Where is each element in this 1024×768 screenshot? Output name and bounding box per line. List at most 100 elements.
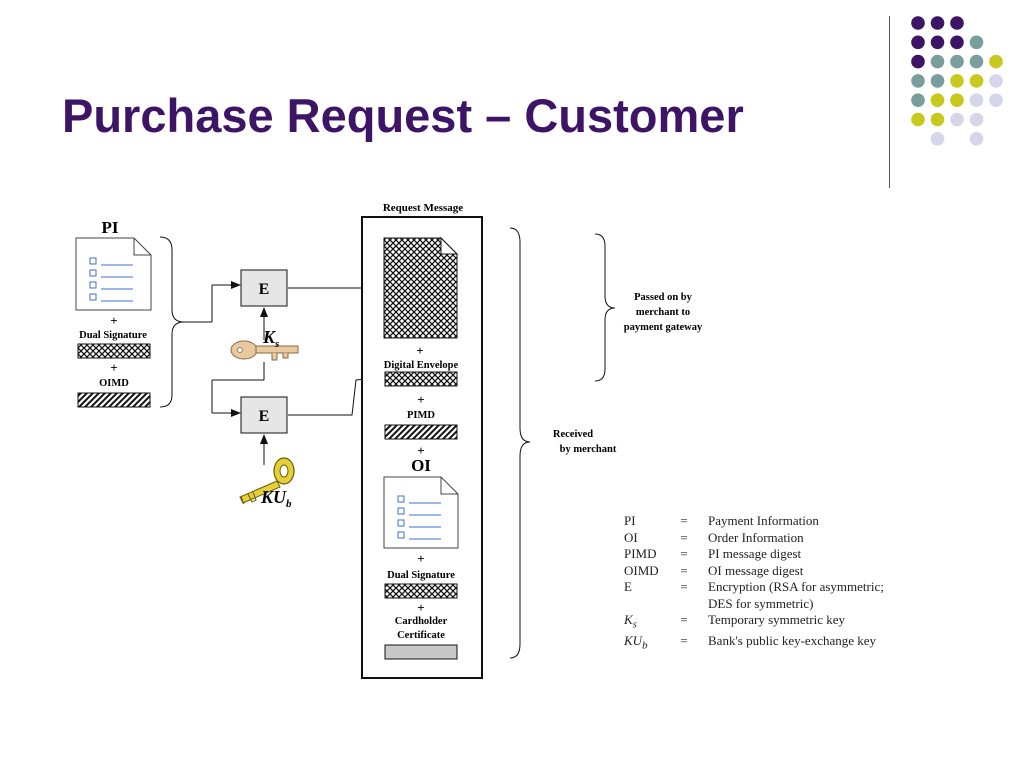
decor-dot (989, 93, 1003, 107)
pimd-block (384, 424, 458, 440)
legend-row: Ks = Temporary symmetric key (624, 612, 884, 633)
dual-signature-block (77, 343, 151, 359)
input-brace (159, 236, 185, 408)
legend-equals: = (680, 562, 688, 578)
plus-sign: + (110, 360, 117, 375)
digital-envelope-label: Digital Envelope (384, 360, 459, 371)
decor-dot (911, 74, 925, 88)
decor-dot (950, 35, 964, 50)
legend-row: OIMD = OI message digest (624, 563, 884, 580)
certificate-block (384, 644, 458, 660)
received-line1: Received (553, 429, 593, 440)
legend-definition: Bank's public key-exchange key (708, 633, 877, 649)
decor-dot (930, 112, 945, 127)
slide-title: Purchase Request – Customer (62, 89, 744, 142)
cardholder-label: Cardholder (395, 616, 448, 627)
request-message-title: Request Message (383, 202, 463, 214)
legend-abbr: E (624, 579, 632, 594)
decor-dot (911, 35, 925, 50)
received-brace (509, 227, 531, 659)
legend-equals (660, 596, 708, 613)
legend-abbr: PI (624, 513, 636, 528)
decor-dot (969, 112, 984, 127)
public-key-icon (239, 457, 295, 505)
decor-dot (989, 74, 1003, 88)
legend-abbr: PIMD (624, 546, 657, 561)
legend-abbr: OIMD (624, 562, 659, 578)
legend-equals: = (680, 579, 688, 594)
legend-definition: Payment Information (708, 513, 819, 528)
decor-dot (930, 16, 945, 30)
legend-definition: Temporary symmetric key (708, 612, 845, 627)
certificate-label: Certificate (397, 630, 445, 641)
passed-on-line3: payment gateway (624, 322, 703, 333)
decor-dot (911, 112, 925, 127)
legend-row: PIMD = PI message digest (624, 546, 884, 563)
legend-row: KUb=Bank's public key-exchange key (624, 633, 884, 654)
decor-dot (969, 74, 984, 88)
decor-dot (950, 112, 964, 127)
legend-equals: = (680, 633, 688, 649)
encrypt-label: E (259, 408, 270, 425)
title-divider (889, 16, 890, 188)
decor-dot (950, 74, 964, 88)
pi-document-icon (75, 237, 152, 311)
digital-envelope-block (384, 371, 458, 387)
plus-sign: + (416, 343, 423, 358)
received-line2: by merchant (560, 444, 617, 455)
plus-sign: + (417, 600, 424, 615)
legend-definition: PI message digest (708, 546, 802, 561)
legend-abbr: OI (624, 529, 638, 545)
decor-dot (969, 35, 984, 50)
legend-equals: = (680, 529, 688, 545)
passed-on-line2: merchant to (636, 307, 690, 318)
passed-on-brace (594, 233, 616, 382)
decor-dot (930, 54, 945, 69)
passed-on-line1: Passed on by (634, 292, 693, 303)
decor-dot (950, 54, 964, 69)
plus-sign: + (417, 392, 424, 407)
decor-dot (969, 93, 984, 107)
legend-definition: OI message digest (708, 562, 804, 578)
legend-row: PI = Payment Information (624, 513, 884, 530)
decor-dot (911, 54, 925, 69)
request-message-box (361, 216, 483, 679)
decor-dot (950, 16, 964, 30)
legend-equals: = (680, 513, 688, 528)
legend-definition: Encryption (RSA for asymmetric; (708, 579, 884, 594)
dual-signature-label: Dual Signature (79, 330, 147, 341)
dual-signature-block-2 (384, 583, 458, 599)
decor-dot (950, 93, 964, 107)
encrypt-box-1 (240, 269, 288, 307)
plus-sign: + (417, 551, 424, 566)
oimd-label: OIMD (99, 378, 129, 389)
encrypted-pi-document (383, 237, 458, 339)
decor-dot (930, 35, 945, 50)
decor-dot (930, 132, 945, 146)
plus-sign: + (110, 313, 117, 328)
legend-abbr (624, 596, 660, 613)
legend-equals: = (680, 612, 688, 627)
legend-definition: DES for symmetric) (708, 595, 814, 611)
decor-dot (911, 93, 925, 107)
legend-definition: Order Information (708, 529, 804, 545)
decor-dot (930, 93, 945, 107)
symmetric-key-icon (230, 340, 299, 361)
decor-dot (930, 74, 945, 88)
oi-label: OI (411, 456, 431, 475)
decor-dot (969, 132, 984, 146)
legend-abbr: Ks (624, 612, 637, 631)
legend-equals: = (680, 546, 688, 561)
plus-sign: + (417, 443, 424, 458)
decor-dot (989, 54, 1003, 69)
oimd-block (77, 392, 151, 408)
encrypt-label: E (259, 281, 270, 298)
decor-dot (969, 54, 984, 69)
decor-dot (911, 16, 925, 30)
legend-row: DES for symmetric) (624, 596, 884, 613)
decorative-dot-grid (911, 16, 1003, 146)
legend-row: OI = Order Information (624, 530, 884, 547)
oi-document-icon (383, 476, 459, 549)
